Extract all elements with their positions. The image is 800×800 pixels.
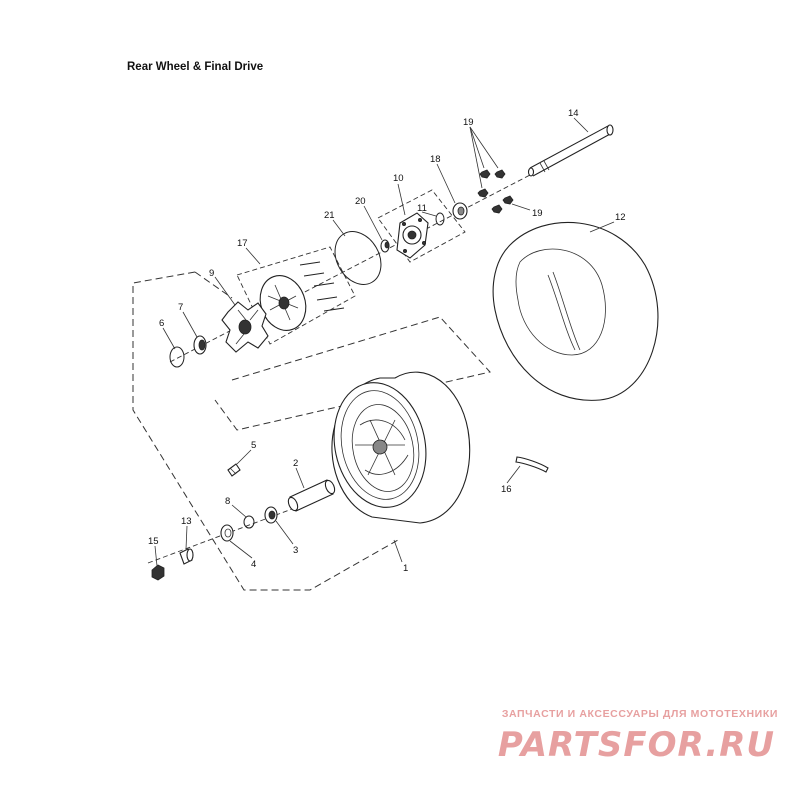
watermark-logo-text: PARTSFOR.RU: [498, 725, 775, 762]
watermark-logo: PARTSFOR.RU: [498, 725, 775, 762]
wheel-assembly-outline: [132, 271, 399, 591]
axle-nut: [151, 564, 165, 581]
callout-19-lower: 19: [532, 208, 543, 219]
callout-16: 16: [501, 484, 512, 495]
small-snap-ring: [243, 515, 255, 529]
cush-drive-pins: [299, 261, 345, 312]
leader-19a-3: [469, 126, 483, 189]
valve-stem: [515, 456, 549, 473]
right-hub-seal: [220, 524, 234, 542]
axle-spacer: [179, 548, 194, 565]
carrier-spacer: [452, 202, 468, 220]
callout-4: 4: [251, 559, 256, 570]
wheel-rim: [331, 371, 471, 524]
damper-rubbers: [221, 301, 269, 353]
callout-13: 13: [181, 516, 192, 527]
callout-1: 1: [403, 563, 408, 574]
callout-20: 20: [355, 196, 366, 207]
watermark: ЗАПЧАСТИ И АКСЕССУАРЫ ДЛЯ МОТОТЕХНИКИ PA…: [488, 708, 778, 762]
cush-drive-hub: [259, 275, 307, 331]
callout-9: 9: [209, 268, 214, 279]
carrier-o-ring: [435, 212, 445, 226]
callout-14: 14: [568, 108, 579, 119]
sprocket-carrier: [396, 212, 429, 259]
left-hub-seal: [169, 346, 185, 368]
callout-2: 2: [293, 458, 298, 469]
sprocket-nuts-lower: [491, 195, 514, 214]
callout-15: 15: [148, 536, 159, 547]
axle-centerline-rear: [169, 174, 531, 363]
callout-17: 17: [237, 238, 248, 249]
callout-5: 5: [251, 440, 256, 451]
callout-11: 11: [417, 203, 427, 214]
axle-sleeve: [287, 479, 336, 512]
left-hub-bearing: [193, 335, 207, 355]
right-hub-bearing: [264, 506, 278, 524]
callout-18: 18: [430, 154, 441, 165]
axle-shaft: [527, 124, 614, 177]
grease-fitting: [227, 463, 241, 477]
sprocket-nuts-upper: [477, 169, 506, 198]
large-snap-ring: [334, 231, 382, 285]
watermark-tagline: ЗАПЧАСТИ И АКСЕССУАРЫ ДЛЯ МОТОТЕХНИКИ: [501, 708, 778, 720]
callout-12: 12: [615, 212, 626, 223]
callout-8: 8: [225, 496, 230, 507]
callout-19-upper: 19: [463, 117, 474, 128]
leader-lines: [154, 117, 615, 567]
leader-19a-1: [469, 126, 485, 169]
callout-10: 10: [393, 173, 404, 184]
callout-7: 7: [178, 302, 183, 313]
callout-3: 3: [293, 545, 298, 556]
diagram-title: Rear Wheel & Final Drive: [127, 61, 264, 73]
carrier-bearing: [380, 239, 390, 253]
hub-group-outline: [214, 316, 491, 431]
callout-6: 6: [159, 318, 164, 329]
leader-19a-2: [469, 126, 499, 169]
wheel-outline-top-link: [194, 271, 233, 299]
rear-tire: [492, 221, 659, 401]
callout-21: 21: [324, 210, 335, 221]
